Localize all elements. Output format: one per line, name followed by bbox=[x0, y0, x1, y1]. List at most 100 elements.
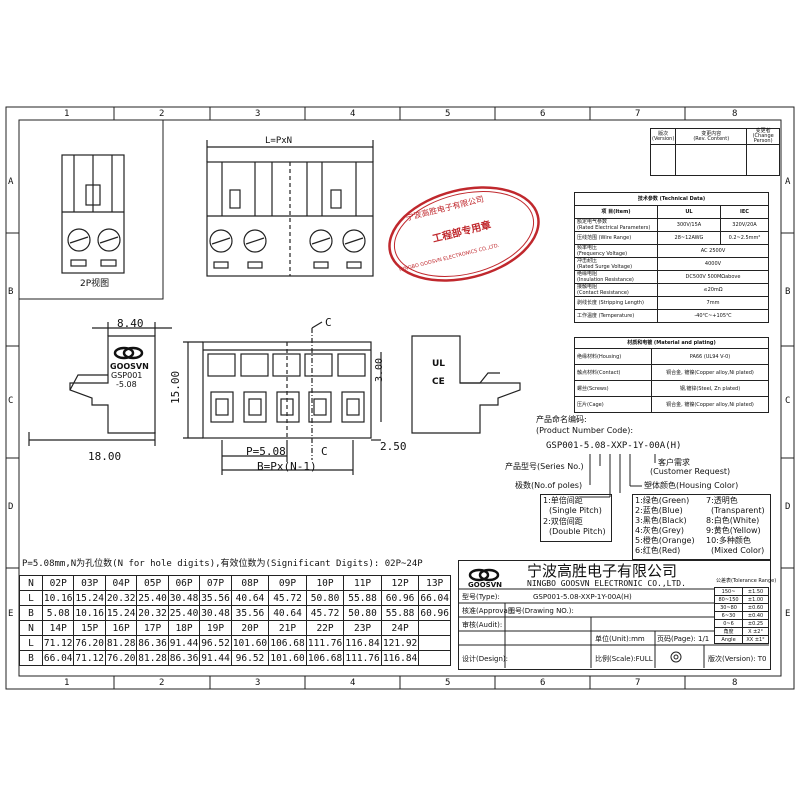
naming-code: GSP001-5.08-XXP-1Y-00A(H) bbox=[546, 441, 682, 451]
pin-cell: 05P bbox=[136, 575, 169, 591]
side-pitch: -5.08 bbox=[116, 380, 137, 389]
pitch-options-box: 1:单倍间距 (Single Pitch) 2:双倍间距 (Double Pit… bbox=[540, 494, 612, 542]
naming-poles: 极数(No.of poles) bbox=[515, 481, 583, 490]
row-label: B bbox=[785, 287, 791, 297]
pin-cell: 13P bbox=[418, 575, 451, 591]
tech-label: 冲击耐压 bbox=[577, 258, 598, 264]
middle-view-drawing bbox=[183, 321, 382, 475]
pin-cell: 35.56 bbox=[199, 590, 232, 606]
tolerance-row: 0~6±0.25 bbox=[713, 619, 769, 628]
pin-cell: 111.76 bbox=[343, 650, 382, 666]
pin-cell: 11P bbox=[343, 575, 382, 591]
section-c-bottom: C bbox=[321, 445, 328, 458]
pin-row-header: B bbox=[19, 605, 43, 621]
col-label: 4 bbox=[350, 109, 356, 119]
pin-cell: 66.04 bbox=[418, 590, 451, 606]
pin-cell: 106.68 bbox=[268, 635, 307, 651]
pin-row-header: N bbox=[19, 620, 43, 636]
ul-mark: UL bbox=[432, 359, 446, 369]
tech-label: 频率电压 bbox=[577, 245, 598, 251]
pin-cell: 21P bbox=[268, 620, 307, 636]
col-label: 6 bbox=[540, 109, 546, 119]
color-option: 6:红色(Red) bbox=[635, 546, 681, 555]
tech-header: 项 目(Item) bbox=[574, 205, 658, 219]
pin-cell: 24P bbox=[380, 620, 420, 636]
pitch-option: 1:单倍间距 bbox=[543, 496, 583, 505]
color-option: (Transparent) bbox=[711, 506, 765, 515]
pin-cell: 20.32 bbox=[136, 605, 169, 621]
unit-label: 单位(Unit):mm bbox=[595, 635, 645, 643]
front-view-drawing bbox=[206, 140, 374, 277]
pin-row-header: L bbox=[19, 590, 43, 606]
pin-cell: 71.12 bbox=[41, 635, 75, 651]
pin-cell: 14P bbox=[41, 620, 75, 636]
rev-header: 变更者 bbox=[755, 128, 771, 134]
pin-cell: 45.72 bbox=[305, 605, 345, 621]
color-option: 2:蓝色(Blue) bbox=[635, 506, 683, 515]
type-value: GSP001-5.08-XXP-1Y-00A(H) bbox=[533, 593, 632, 601]
pin-cell: 03P bbox=[73, 575, 106, 591]
pin-cell: 55.88 bbox=[343, 590, 382, 606]
pin-cell: 50.80 bbox=[305, 590, 345, 606]
row-label: C bbox=[785, 396, 791, 406]
tolerance-cell: 80~150 bbox=[713, 595, 744, 604]
view-2p-frame bbox=[18, 119, 164, 300]
pin-cell: 71.12 bbox=[73, 650, 106, 666]
col-label: 3 bbox=[255, 678, 261, 688]
pin-cell: 5.08 bbox=[41, 605, 75, 621]
pin-cell: 04P bbox=[104, 575, 138, 591]
pin-cell: 12P bbox=[380, 575, 420, 591]
tech-label: 压线范围 (Wire Range) bbox=[574, 231, 658, 245]
rev-sub: (Version) bbox=[652, 135, 675, 142]
tolerance-row: 6~30±0.40 bbox=[713, 611, 769, 620]
pin-cell: 15.24 bbox=[104, 605, 138, 621]
color-option: (Mixed Color) bbox=[711, 546, 765, 555]
dim-1800: 18.00 bbox=[88, 450, 122, 463]
col-label: 4 bbox=[350, 678, 356, 688]
tech-iec: 320V/20A bbox=[720, 218, 769, 232]
tolerance-cell: 30~80 bbox=[713, 603, 744, 612]
pin-cell: 20P bbox=[230, 620, 270, 636]
rev-header: 版次 bbox=[658, 130, 669, 137]
color-option: 3:黑色(Black) bbox=[635, 516, 687, 525]
col-label: 5 bbox=[445, 678, 451, 688]
tech-value: DC500V 500MΩabove bbox=[657, 270, 769, 284]
tech-sub: (Frequency Voltage) bbox=[577, 251, 628, 257]
material-label: 绝缘材料(Housing) bbox=[574, 348, 652, 365]
pin-cell: 116.84 bbox=[343, 635, 382, 651]
tech-header: IEC bbox=[720, 205, 769, 219]
material-value: 铜合金, 镀镍(Copper alloy,Ni plated) bbox=[651, 396, 769, 413]
tech-value: AC 2500V bbox=[657, 244, 769, 258]
pin-cell: 25.40 bbox=[136, 590, 169, 606]
dim-840: 8.40 bbox=[117, 317, 144, 330]
naming-customer-en: (Customer Request) bbox=[650, 467, 731, 476]
dim-300: 3.00 bbox=[374, 357, 385, 382]
rev-header: 变更内容 bbox=[701, 130, 722, 137]
technical-data-table: 技术参数 (Technical Data) 项 目(Item) UL IEC 额… bbox=[574, 192, 769, 323]
tech-sub: (Contact Resistance) bbox=[577, 290, 629, 296]
color-option: 10:多种颜色 bbox=[706, 536, 751, 545]
tolerance-cell: ±0.60 bbox=[742, 603, 769, 612]
tolerance-cell: ±1.00 bbox=[742, 595, 769, 604]
pin-cell: 30.48 bbox=[167, 590, 201, 606]
view-2p-drawing bbox=[61, 154, 125, 274]
color-option: 8:白色(White) bbox=[706, 516, 760, 525]
tech-label: 接触电阻 bbox=[577, 284, 598, 290]
col-label: 5 bbox=[445, 109, 451, 119]
version-label: 版次(Version): T0 bbox=[708, 655, 767, 663]
company-en: NINGBO GOOSVN ELECTRONIC CO.,LTD. bbox=[527, 579, 686, 588]
tech-value: ≤20mΩ bbox=[657, 283, 769, 297]
pin-table-title: P=5.08mm,N为孔位数(N for hole digits),有效位数为(… bbox=[22, 559, 423, 569]
side-part: GSP001 bbox=[111, 371, 143, 380]
side-view-left-drawing bbox=[28, 322, 172, 446]
dim-250: 2.50 bbox=[380, 440, 407, 453]
color-option: 5:橙色(Orange) bbox=[635, 536, 695, 545]
pin-cell: 40.64 bbox=[230, 590, 270, 606]
dim-b: B=Px(N-1) bbox=[257, 460, 317, 473]
tech-sub: (Rated Surge Voltage) bbox=[577, 264, 633, 270]
title-block bbox=[458, 560, 771, 670]
